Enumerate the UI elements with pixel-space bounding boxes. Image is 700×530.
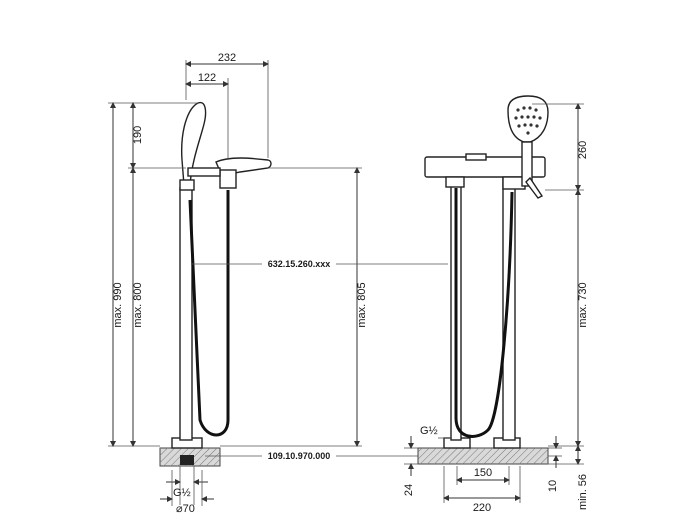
code-632-label: 632.15.260.xxx (268, 259, 331, 269)
front-holder-clip (525, 176, 544, 199)
dim-g-half-front-label: G½ (420, 425, 438, 437)
dim-260-label: 260 (577, 141, 589, 159)
dim-232-label: 232 (218, 52, 236, 64)
front-view: 260 max. 730 G½ 24 150 220 10 min. 56 (403, 95, 589, 514)
dim-max-800-label: max. 800 (132, 282, 144, 327)
dim-10-label: 10 (547, 480, 559, 492)
part-code-callouts: 632.15.260.xxx 109.10.970.000 (192, 259, 448, 461)
dim-g-half-side-label: G½ (173, 487, 191, 499)
side-arm (187, 167, 221, 177)
code-109-label: 109.10.970.000 (268, 451, 331, 461)
side-view: 232 122 max. 990 max. 800 190 max. 805 G… (108, 52, 368, 515)
front-top-knob (465, 153, 487, 161)
dim-min-56-label: min. 56 (577, 474, 589, 510)
dim-190-label: 190 (132, 126, 144, 144)
dim-max-730-label: max. 730 (577, 282, 589, 327)
front-floor-hatch (418, 448, 548, 464)
side-holder (179, 179, 195, 191)
dim-max-990-label: max. 990 (112, 282, 124, 327)
side-base-fitting (180, 455, 194, 465)
side-valve-body (219, 169, 237, 189)
dim-122-label: 122 (198, 72, 216, 84)
front-hose (454, 188, 514, 438)
front-connector-left (445, 176, 465, 188)
side-handshower (180, 101, 207, 186)
side-hose (188, 190, 230, 437)
dim-diameter-label: ⌀70 (176, 503, 195, 515)
front-shower-handle (521, 141, 533, 187)
front-column-right (502, 177, 516, 441)
dim-24-label: 24 (403, 484, 415, 496)
dim-220-label: 220 (473, 502, 491, 514)
front-shower-nozzles (514, 106, 542, 135)
dim-150-label: 150 (474, 467, 492, 479)
dim-max-805-label: max. 805 (356, 282, 368, 327)
front-shower-head (507, 95, 549, 143)
